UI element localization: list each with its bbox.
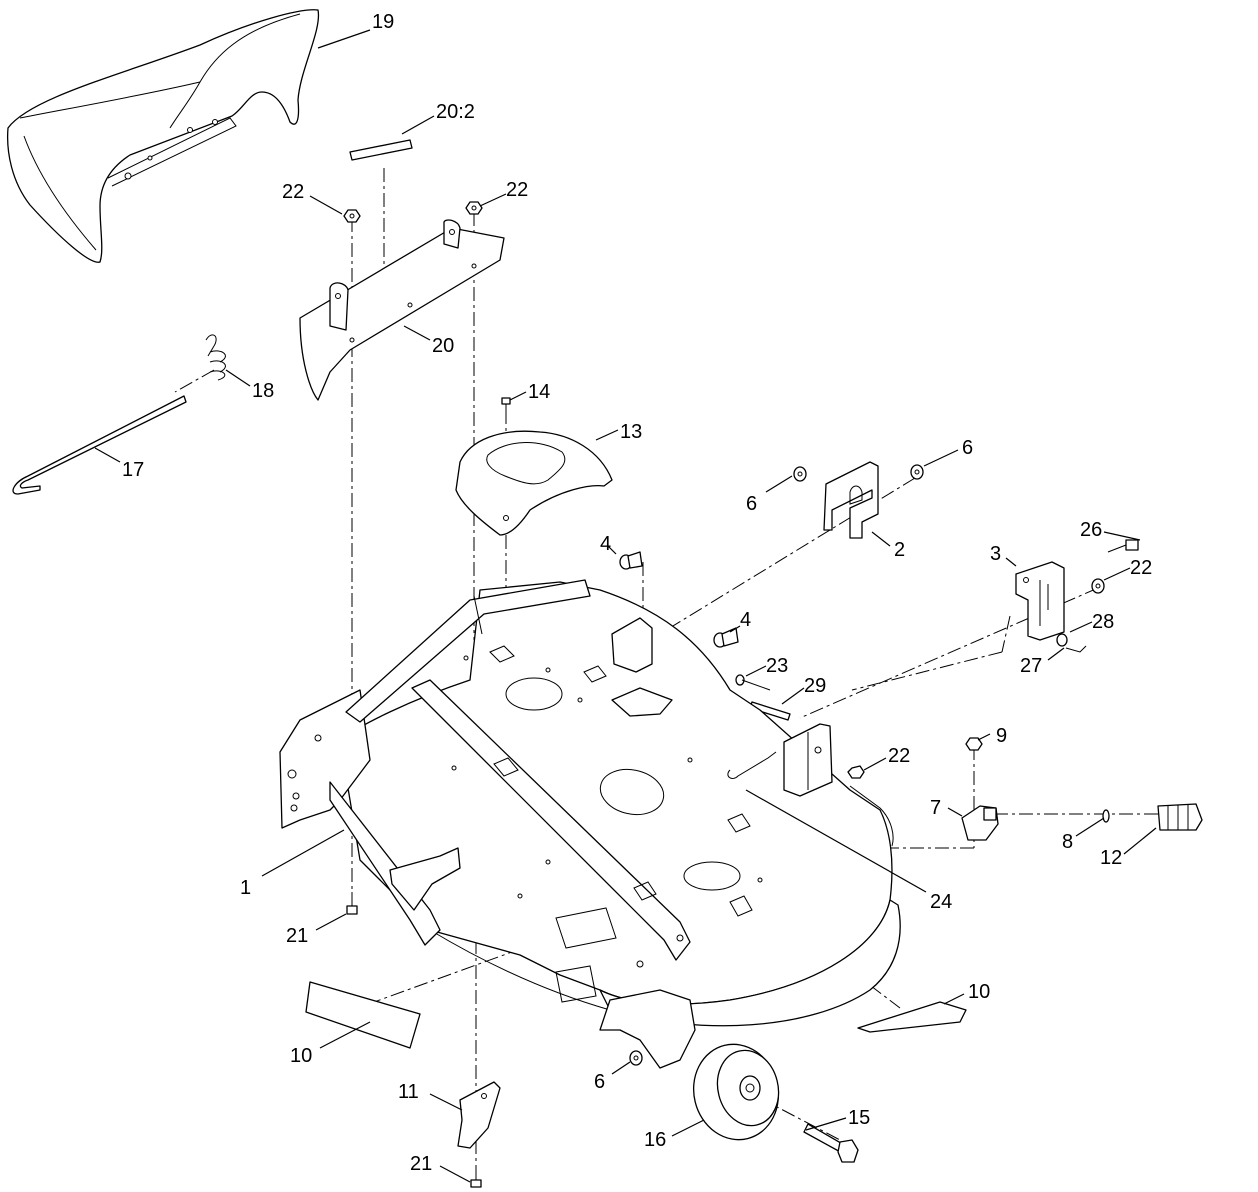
callout-29: 29: [804, 675, 826, 697]
bolt-26: [1107, 539, 1139, 553]
callout-21-upper: 21: [286, 925, 308, 947]
callout-19: 19: [372, 11, 394, 33]
bolt-14: [501, 397, 511, 412]
nut-top-right: [465, 201, 483, 215]
spring-hook-24: [727, 751, 777, 779]
callout-6-lower: 6: [594, 1071, 605, 1093]
leader-lines: [94, 29, 1157, 1183]
callout-7: 7: [930, 797, 941, 819]
callout-1: 1: [240, 877, 251, 899]
callout-20: 20: [432, 335, 454, 357]
bolt-9: [965, 737, 983, 751]
callout-11: 11: [398, 1081, 419, 1103]
bolt-21-upper: [346, 892, 358, 915]
belt-cover: [455, 430, 613, 536]
callout-10-right: 10: [968, 981, 990, 1003]
callout-20-2: 20:2: [436, 101, 475, 123]
callout-4-right: 4: [740, 609, 751, 631]
callout-24: 24: [930, 891, 952, 913]
decal-20-2: [349, 139, 413, 161]
washer-6-lower: [629, 1050, 643, 1066]
nut-22-right: [1091, 578, 1105, 594]
callout-2: 2: [894, 539, 905, 561]
baffle-10-right: [857, 1001, 967, 1033]
callout-17: 17: [122, 459, 144, 481]
callout-22-lower: 22: [888, 745, 910, 767]
nut-top-left: [343, 209, 361, 223]
callout-6-upper-left: 6: [746, 493, 757, 515]
axle-bolt-15: [803, 1123, 859, 1163]
callout-10-left: 10: [290, 1045, 312, 1067]
callout-18: 18: [252, 380, 274, 402]
callout-15: 15: [848, 1107, 870, 1129]
bracket-3: [1015, 561, 1065, 641]
washer-6-left: [793, 466, 807, 482]
deflector-bracket: [299, 219, 505, 401]
callout-8: 8: [1062, 831, 1073, 853]
discharge-deflector: [6, 9, 320, 263]
pin-4-left: [619, 551, 643, 570]
o-ring-8: [1102, 809, 1110, 823]
gauge-wheel-16: [692, 1043, 780, 1141]
washer-28: [1056, 633, 1068, 647]
callout-23: 23: [766, 655, 788, 677]
bracket-11: [457, 1081, 501, 1149]
callout-22-top-right: 22: [506, 179, 528, 201]
callout-22-top-left: 22: [282, 181, 304, 203]
washer-6-right: [910, 464, 924, 480]
callout-21-lower: 21: [410, 1153, 432, 1175]
pin-4-right: [713, 627, 739, 648]
nut-22-lower: [847, 765, 865, 779]
baffle-10-left: [305, 981, 421, 1049]
callout-4-left: 4: [600, 533, 611, 555]
coupler-12: [1157, 803, 1203, 831]
callout-labels: 19 20:2 22 22 20 18 17 14 13 6 6 2 4 4 2…: [122, 11, 1152, 1175]
clip-27: [1065, 645, 1087, 653]
torsion-spring: [205, 334, 226, 381]
callout-9: 9: [996, 725, 1007, 747]
callout-28: 28: [1092, 611, 1114, 633]
callout-27: 27: [1020, 655, 1042, 677]
elbow-fitting-7: [961, 805, 999, 841]
callout-22-right: 22: [1130, 557, 1152, 579]
callout-13: 13: [620, 421, 642, 443]
mower-deck: [279, 579, 901, 1069]
callout-26: 26: [1080, 519, 1102, 541]
callout-6-upper-right: 6: [962, 437, 973, 459]
callout-12: 12: [1100, 847, 1122, 869]
callout-16: 16: [644, 1129, 666, 1151]
bolt-23: [735, 674, 771, 691]
callout-3: 3: [990, 543, 1001, 565]
bolt-21-lower: [470, 1168, 482, 1188]
bracket-2: [823, 461, 879, 539]
deflector-rod: [12, 395, 187, 495]
callout-14: 14: [528, 381, 550, 403]
